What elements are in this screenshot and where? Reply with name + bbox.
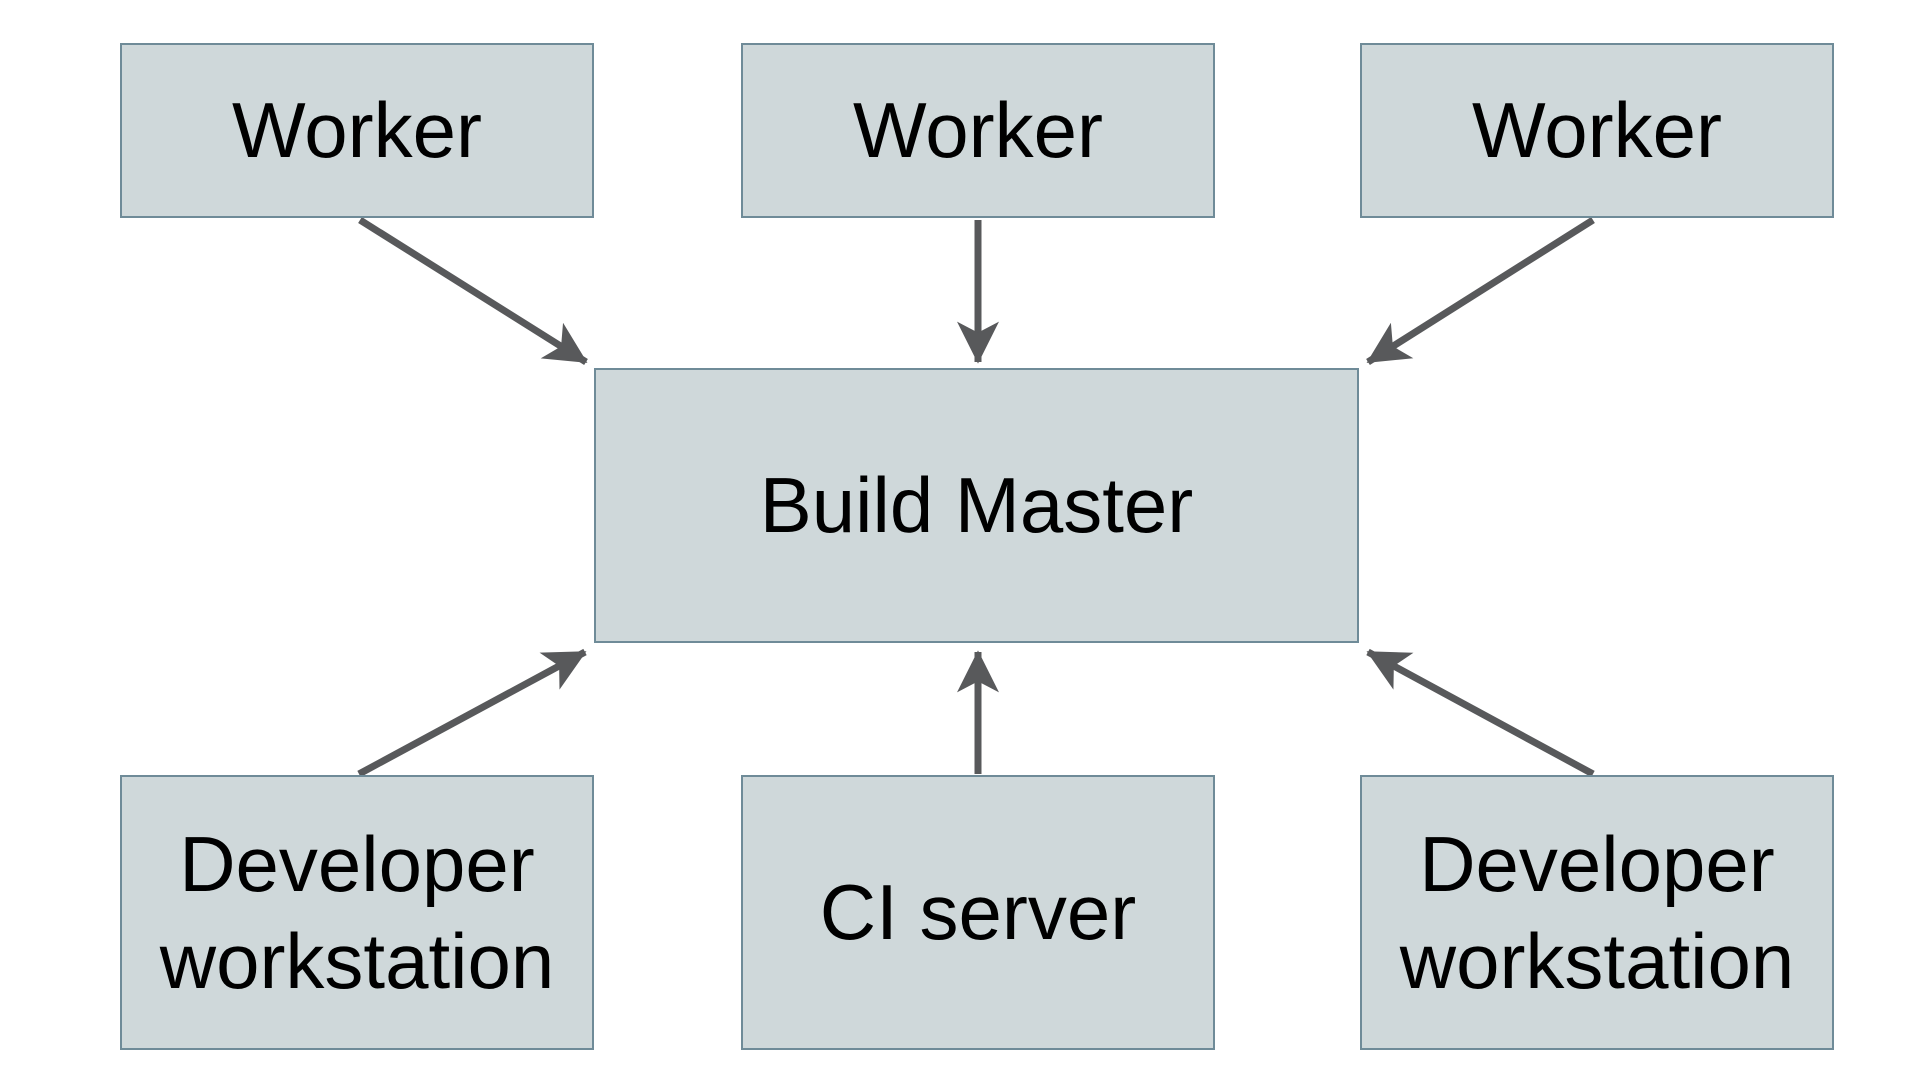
- node-worker-3: Worker: [1360, 43, 1834, 218]
- node-worker-2: Worker: [741, 43, 1215, 218]
- node-worker-1: Worker: [120, 43, 594, 218]
- node-label-worker-2: Worker: [853, 86, 1103, 175]
- node-build-master: Build Master: [594, 368, 1359, 643]
- node-label-build-master: Build Master: [759, 461, 1194, 550]
- arrow-worker-3-to-build-master: [1366, 217, 1595, 365]
- node-ci-server: CI server: [741, 775, 1215, 1050]
- arrow-worker-1-to-build-master: [358, 217, 588, 365]
- arrow-developer-workstation-left-to-build-master: [357, 648, 587, 778]
- node-label-worker-1: Worker: [232, 86, 482, 175]
- node-label-worker-3: Worker: [1472, 86, 1722, 175]
- node-label-ci-server: CI server: [819, 868, 1137, 957]
- arrow-developer-workstation-right-to-build-master: [1366, 648, 1595, 778]
